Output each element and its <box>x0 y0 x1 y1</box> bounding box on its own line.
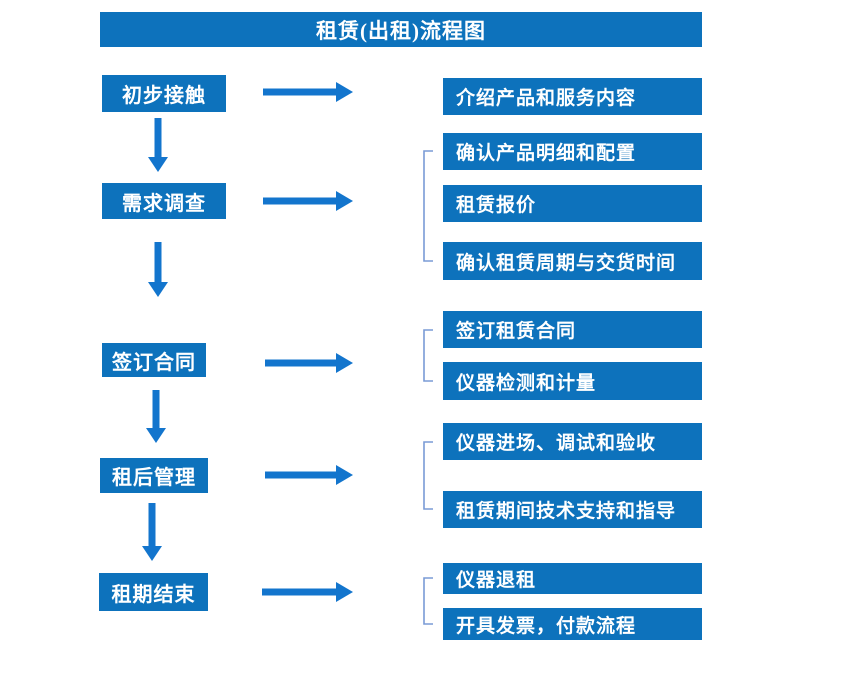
arrow-right-5 <box>262 582 353 602</box>
detail-instrument-installation: 仪器进场、调试和验收 <box>443 423 702 460</box>
detail-invoice-payment: 开具发票，付款流程 <box>443 608 702 640</box>
detail-confirm-product-config: 确认产品明细和配置 <box>443 133 702 170</box>
detail-technical-support: 租赁期间技术支持和指导 <box>443 491 702 528</box>
bracket-group-4 <box>423 441 433 510</box>
arrow-down-3 <box>146 390 166 443</box>
bracket-group-5 <box>423 577 433 625</box>
arrow-down-2 <box>148 242 168 297</box>
arrow-right-3 <box>265 353 353 373</box>
arrow-down-1 <box>148 118 168 172</box>
step-sign-contract: 签订合同 <box>102 343 206 377</box>
arrow-right-4 <box>265 465 353 485</box>
arrow-right-2 <box>263 191 353 211</box>
step-initial-contact: 初步接触 <box>102 75 226 112</box>
bracket-group-2 <box>423 150 433 262</box>
arrow-right-1 <box>263 82 353 102</box>
detail-confirm-period-delivery: 确认租赁周期与交货时间 <box>443 242 702 280</box>
arrow-down-4 <box>142 503 162 561</box>
step-rental-end: 租期结束 <box>99 573 208 611</box>
detail-rental-quote: 租赁报价 <box>443 185 702 222</box>
step-post-rental-management: 租后管理 <box>100 458 208 493</box>
detail-instrument-testing: 仪器检测和计量 <box>443 362 702 400</box>
detail-instrument-return: 仪器退租 <box>443 563 702 594</box>
step-demand-survey: 需求调查 <box>102 183 226 219</box>
detail-sign-rental-contract: 签订租赁合同 <box>443 311 702 348</box>
diagram-title: 租赁(出租)流程图 <box>100 12 702 47</box>
detail-introduce-products: 介绍产品和服务内容 <box>443 78 702 115</box>
bracket-group-3 <box>423 329 433 382</box>
